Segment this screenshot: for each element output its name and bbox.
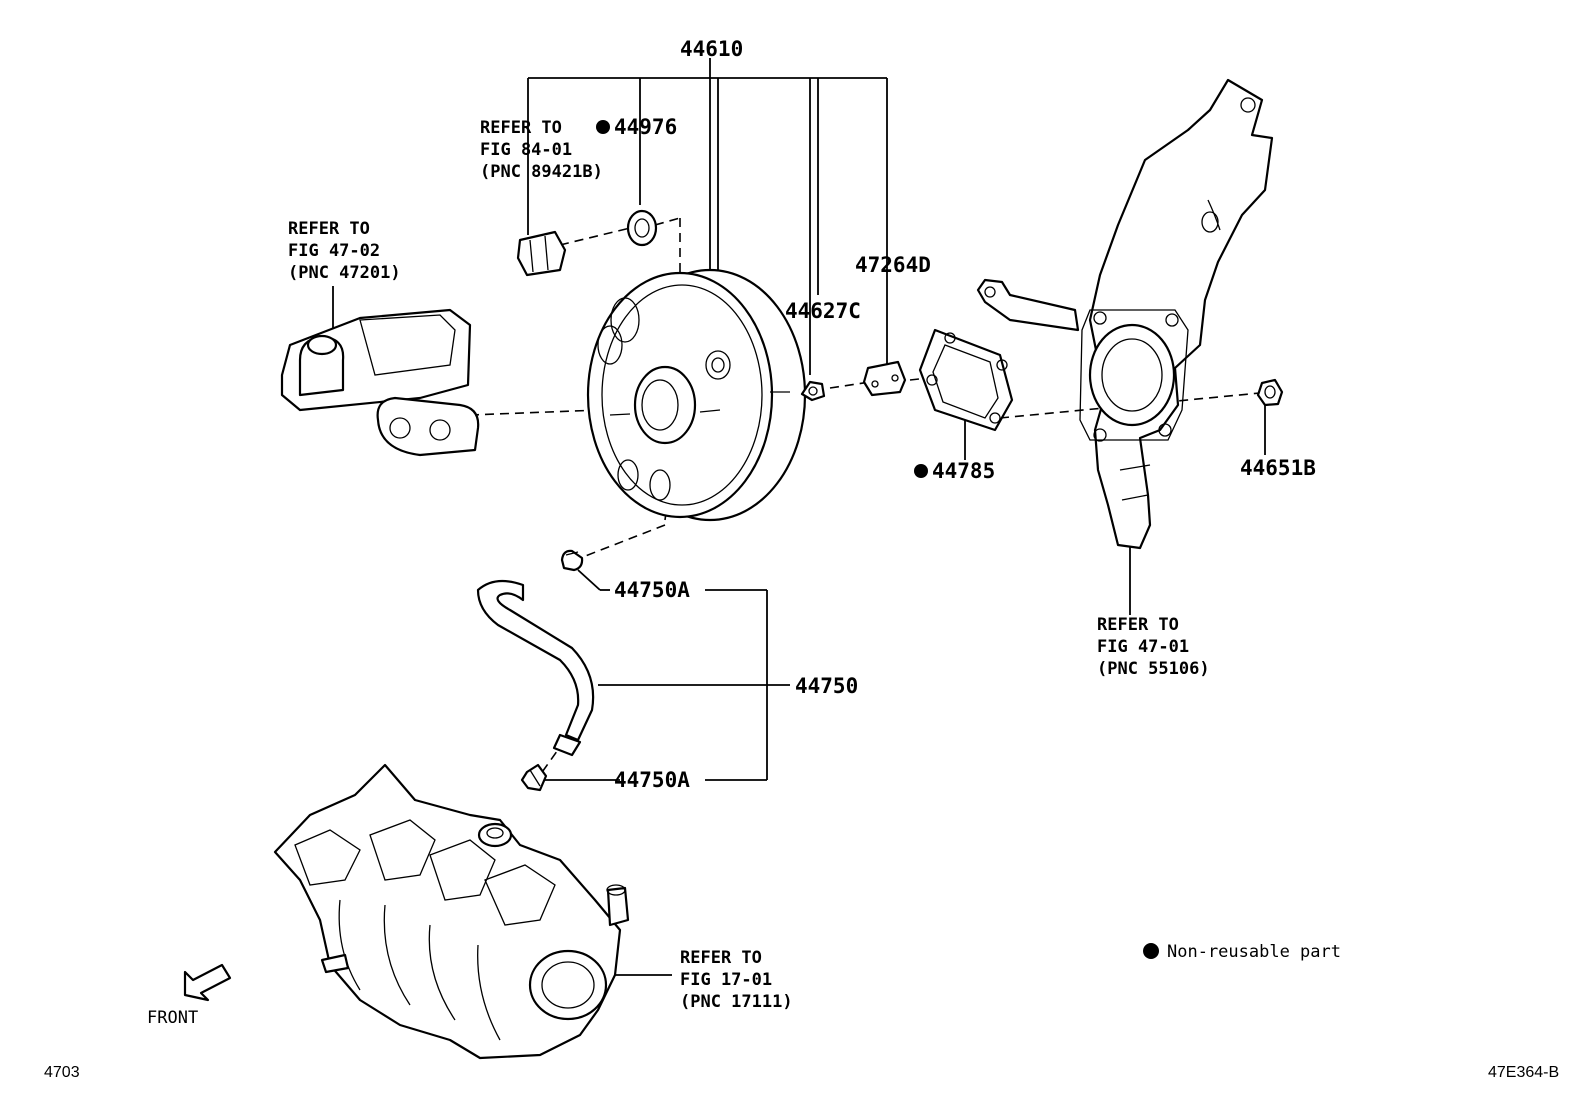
part-number-44785: 44785 [932,459,995,483]
nut-44627c [800,380,826,402]
part-number-44750a-bottom: 44750A [614,768,690,792]
hollow-arrow-icon [183,963,232,1002]
part-labels: 44610 44976 44627C 47264D 44785 44651B 4… [596,37,1316,792]
vacuum-sensor-connector [516,230,567,277]
reference-fig-47-02: REFER TO FIG 47-02 (PNC 47201) [288,219,401,283]
nut-44651b [1256,378,1284,407]
reference-labels: REFER TO FIG 84-01 (PNC 89421B) REFER TO… [288,118,1210,1012]
part-number-47264d: 47264D [855,253,931,277]
vacuum-hose-44750 [476,579,595,757]
legend: Non-reusable part [1143,942,1341,962]
part-number-44627c: 44627C [785,299,861,323]
filled-circle-icon [914,464,928,478]
intake-manifold [273,763,630,1060]
clevis-47264d [862,360,907,397]
master-cylinder [280,308,480,457]
part-number-44750a-top: 44750A [614,578,690,602]
hose-clip-top [560,549,584,572]
filled-circle-icon [596,120,610,134]
brake-booster [586,268,807,522]
part-number-44750: 44750 [795,674,858,698]
filled-circle-icon [1143,943,1159,959]
part-number-44976: 44976 [614,115,677,139]
footer-right-code: 47E364-B [1488,1064,1559,1081]
part-number-44610: 44610 [680,37,743,61]
grommet-44976 [626,209,658,247]
hose-clip-bottom [520,763,548,792]
front-label: FRONT [147,1008,198,1028]
part-number-44651b: 44651B [1240,456,1316,480]
front-indicator: FRONT [147,963,232,1028]
reference-fig-17-01: REFER TO FIG 17-01 (PNC 17111) [680,948,793,1012]
reference-fig-47-01: REFER TO FIG 47-01 (PNC 55106) [1097,615,1210,679]
footer-left-code: 4703 [44,1064,80,1081]
reference-fig-84-01: REFER TO FIG 84-01 (PNC 89421B) [480,118,603,182]
legend-text: Non-reusable part [1167,942,1341,962]
gasket-44785 [918,328,1014,432]
pedal-bracket [976,78,1274,550]
